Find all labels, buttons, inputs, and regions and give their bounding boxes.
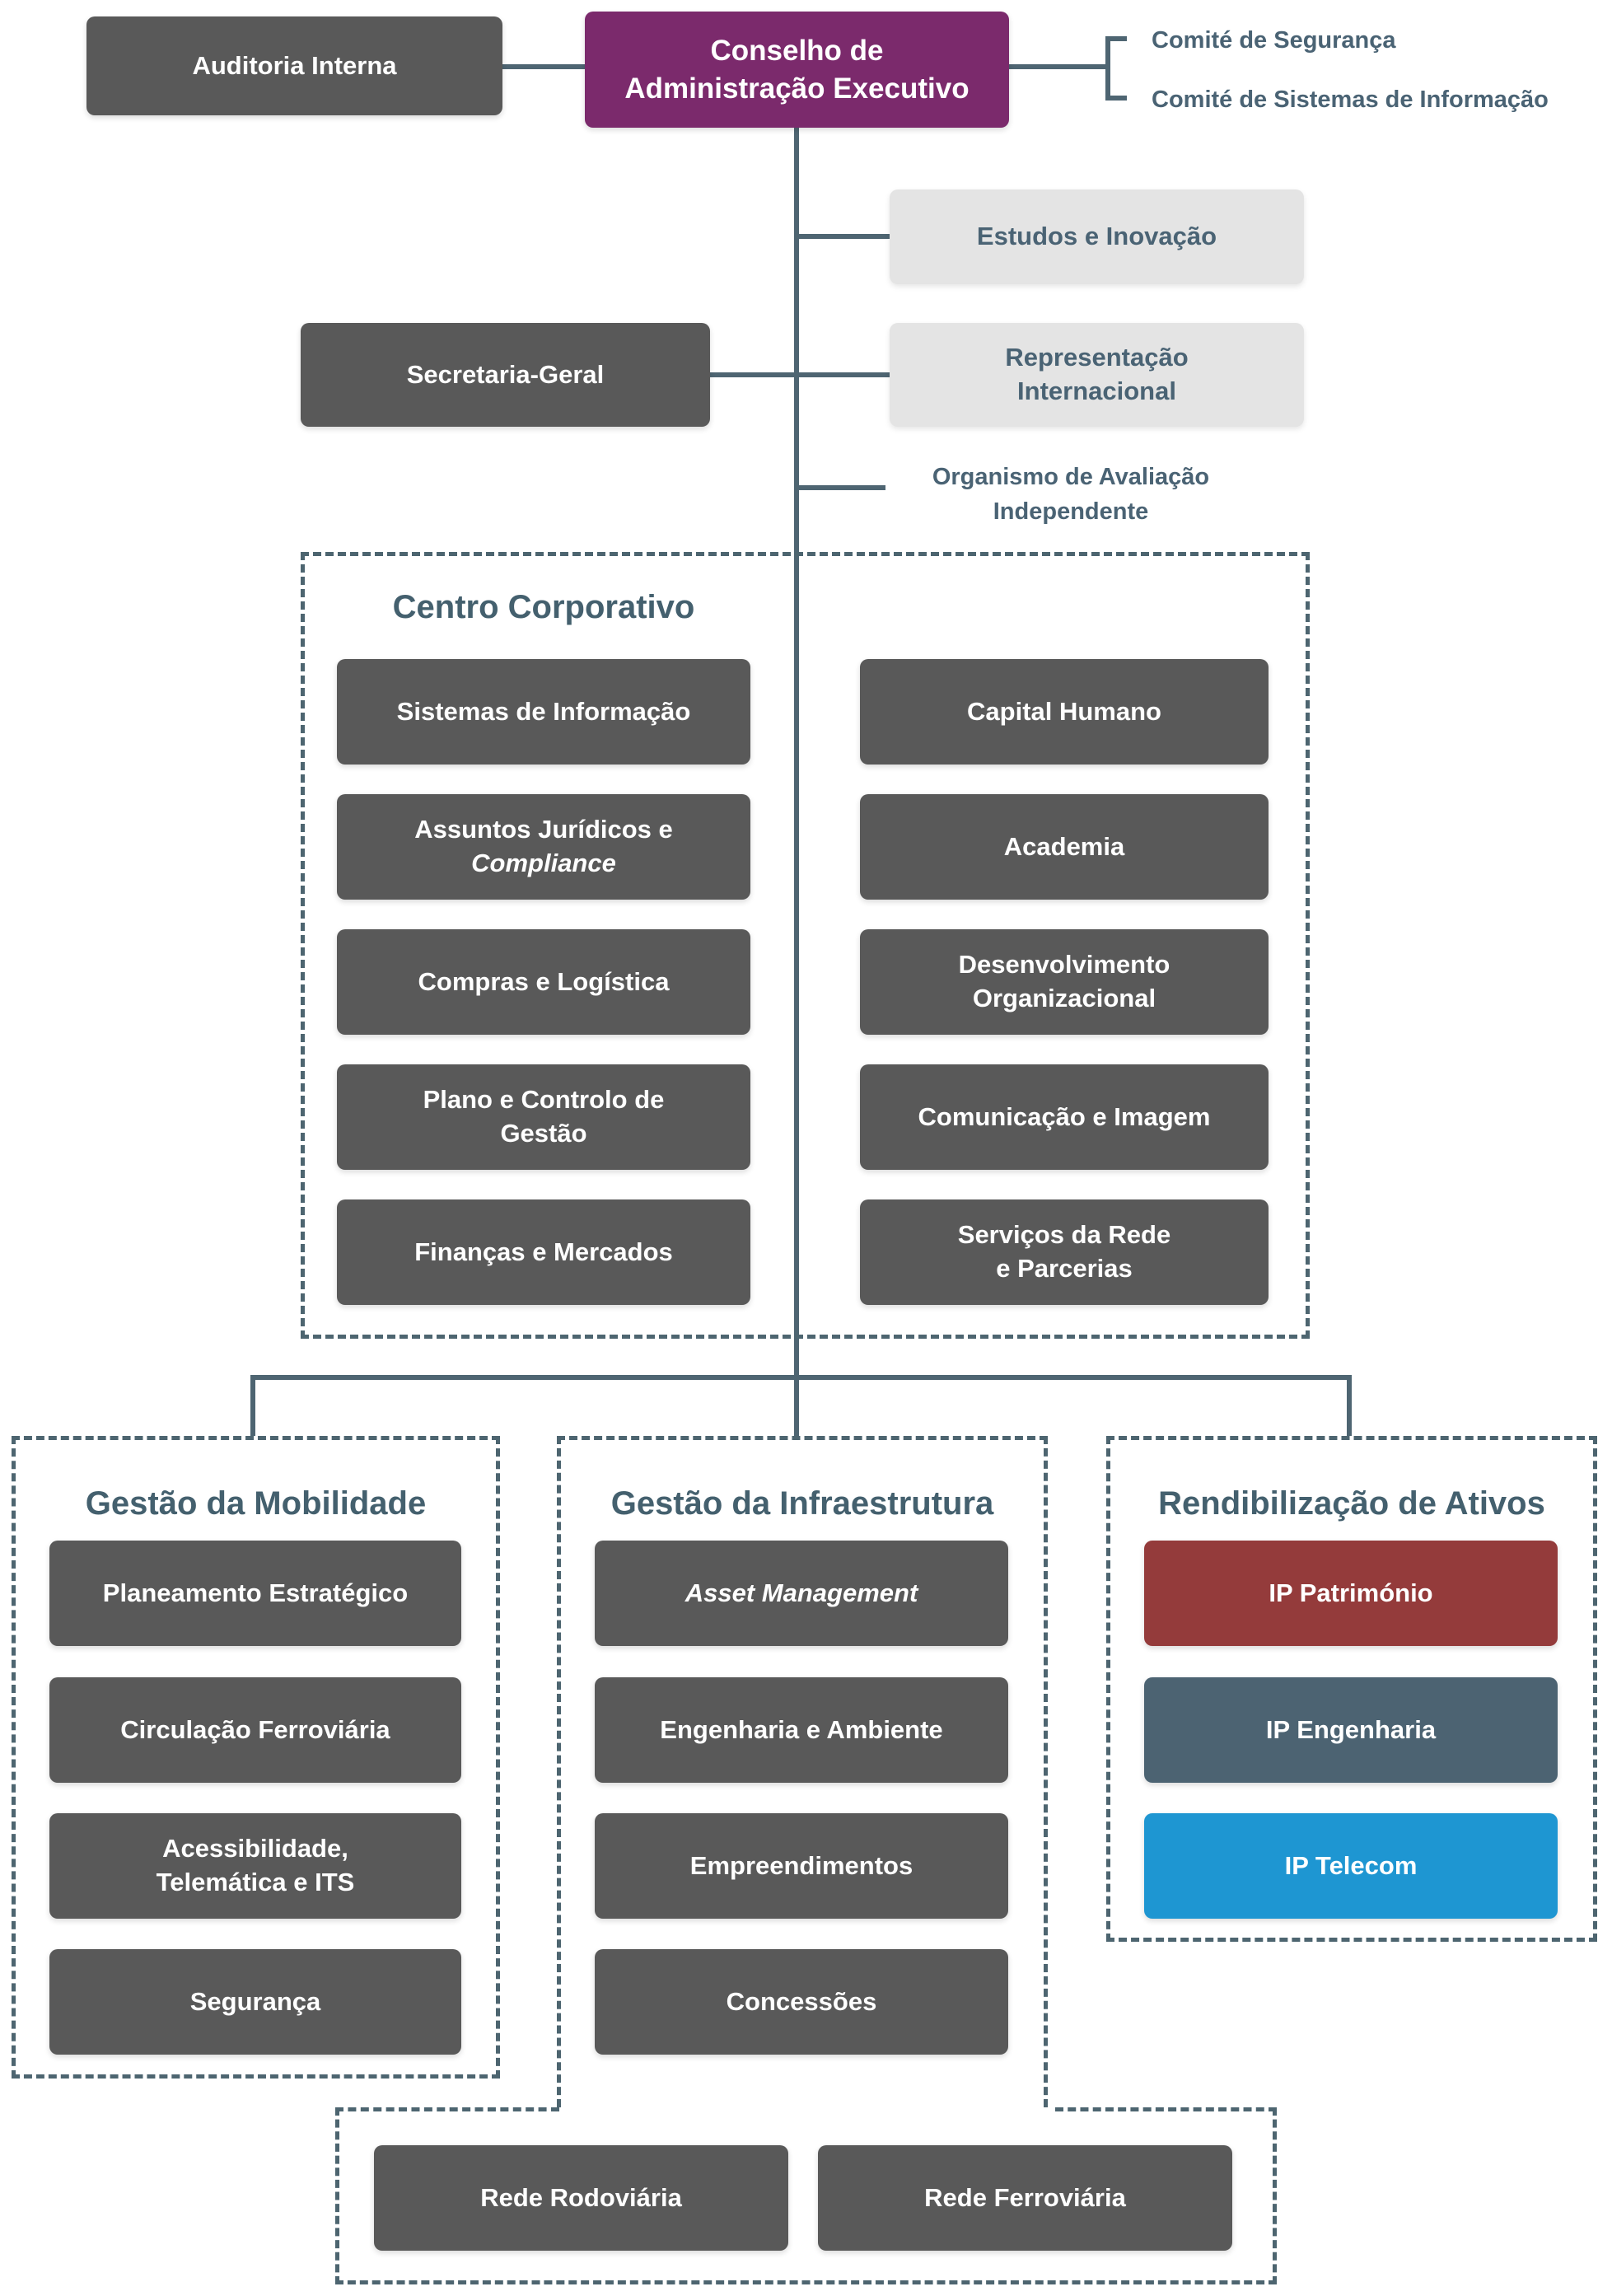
box-ip-engenharia: IP Engenharia [1144, 1677, 1558, 1783]
connector-secretaria [710, 372, 797, 377]
box-ip-patrimonio: IP Património [1144, 1541, 1558, 1646]
connector-conselho-comites [1009, 64, 1105, 69]
box-seguranca: Segurança [49, 1949, 461, 2055]
box-empreendimentos: Empreendimentos [595, 1813, 1008, 1919]
connector-comite-1-tick [1105, 36, 1127, 41]
box-financas-e-mercados: Finanças e Mercados [337, 1199, 750, 1305]
connector-central-vertical [794, 128, 799, 1377]
group-rendibilizacao-de-ativos [1106, 1436, 1597, 1942]
group-gestao-da-mobilidade [12, 1436, 500, 2079]
connector-drop-mobilidade [250, 1380, 255, 1436]
label-comite-sistemas-informacao: Comité de Sistemas de Informação [1152, 87, 1549, 113]
group-redes-top-edge-left [335, 2107, 559, 2111]
box-academia: Academia [860, 794, 1269, 900]
connector-representacao [797, 372, 890, 377]
box-secretaria-geral: Secretaria-Geral [301, 323, 710, 427]
box-circulacao-ferroviaria: Circulação Ferroviária [49, 1677, 461, 1783]
box-concessoes: Concessões [595, 1949, 1008, 2055]
box-comunicacao-e-imagem: Comunicação e Imagem [860, 1064, 1269, 1170]
title-rendibilizacao-de-ativos: Rendibilização de Ativos [1158, 1485, 1545, 1522]
connector-comite-2-tick [1105, 96, 1127, 101]
box-acessibilidade-telematica-its: Acessibilidade,Telemática e ITS [49, 1813, 461, 1919]
box-planeamento-estrategico: Planeamento Estratégico [49, 1541, 461, 1646]
connector-drop-infraestrutura [794, 1380, 799, 1436]
box-rede-rodoviaria: Rede Rodoviária [374, 2145, 788, 2251]
title-centro-corporativo: Centro Corporativo [392, 589, 695, 625]
box-auditoria-interna: Auditoria Interna [86, 16, 502, 115]
group-centro-corporativo [301, 552, 1310, 1339]
label-comite-seguranca: Comité de Segurança [1152, 27, 1396, 54]
title-gestao-da-mobilidade: Gestão da Mobilidade [85, 1485, 427, 1522]
connector-comites-bracket [1105, 36, 1110, 101]
box-estudos-e-inovacao: Estudos e Inovação [890, 189, 1304, 284]
box-sistemas-de-informacao: Sistemas de Informação [337, 659, 750, 765]
group-redes-top-edge-right [1055, 2107, 1277, 2111]
box-engenharia-e-ambiente: Engenharia e Ambiente [595, 1677, 1008, 1783]
box-asset-management: Asset Management [595, 1541, 1008, 1646]
connector-estudos [797, 234, 890, 239]
connector-distribution [250, 1375, 1352, 1380]
box-rede-ferroviaria: Rede Ferroviária [818, 2145, 1232, 2251]
box-ip-telecom: IP Telecom [1144, 1813, 1558, 1919]
box-compras-e-logistica: Compras e Logística [337, 929, 750, 1035]
box-capital-humano: Capital Humano [860, 659, 1269, 765]
title-gestao-da-infraestrutura: Gestão da Infraestrutura [610, 1485, 994, 1522]
group-gestao-da-infraestrutura [557, 1436, 1048, 2107]
group-redes [335, 2107, 1277, 2284]
connector-organismo [797, 485, 885, 490]
connector-auditoria [502, 64, 585, 69]
connector-drop-rendibilizacao [1347, 1380, 1352, 1436]
